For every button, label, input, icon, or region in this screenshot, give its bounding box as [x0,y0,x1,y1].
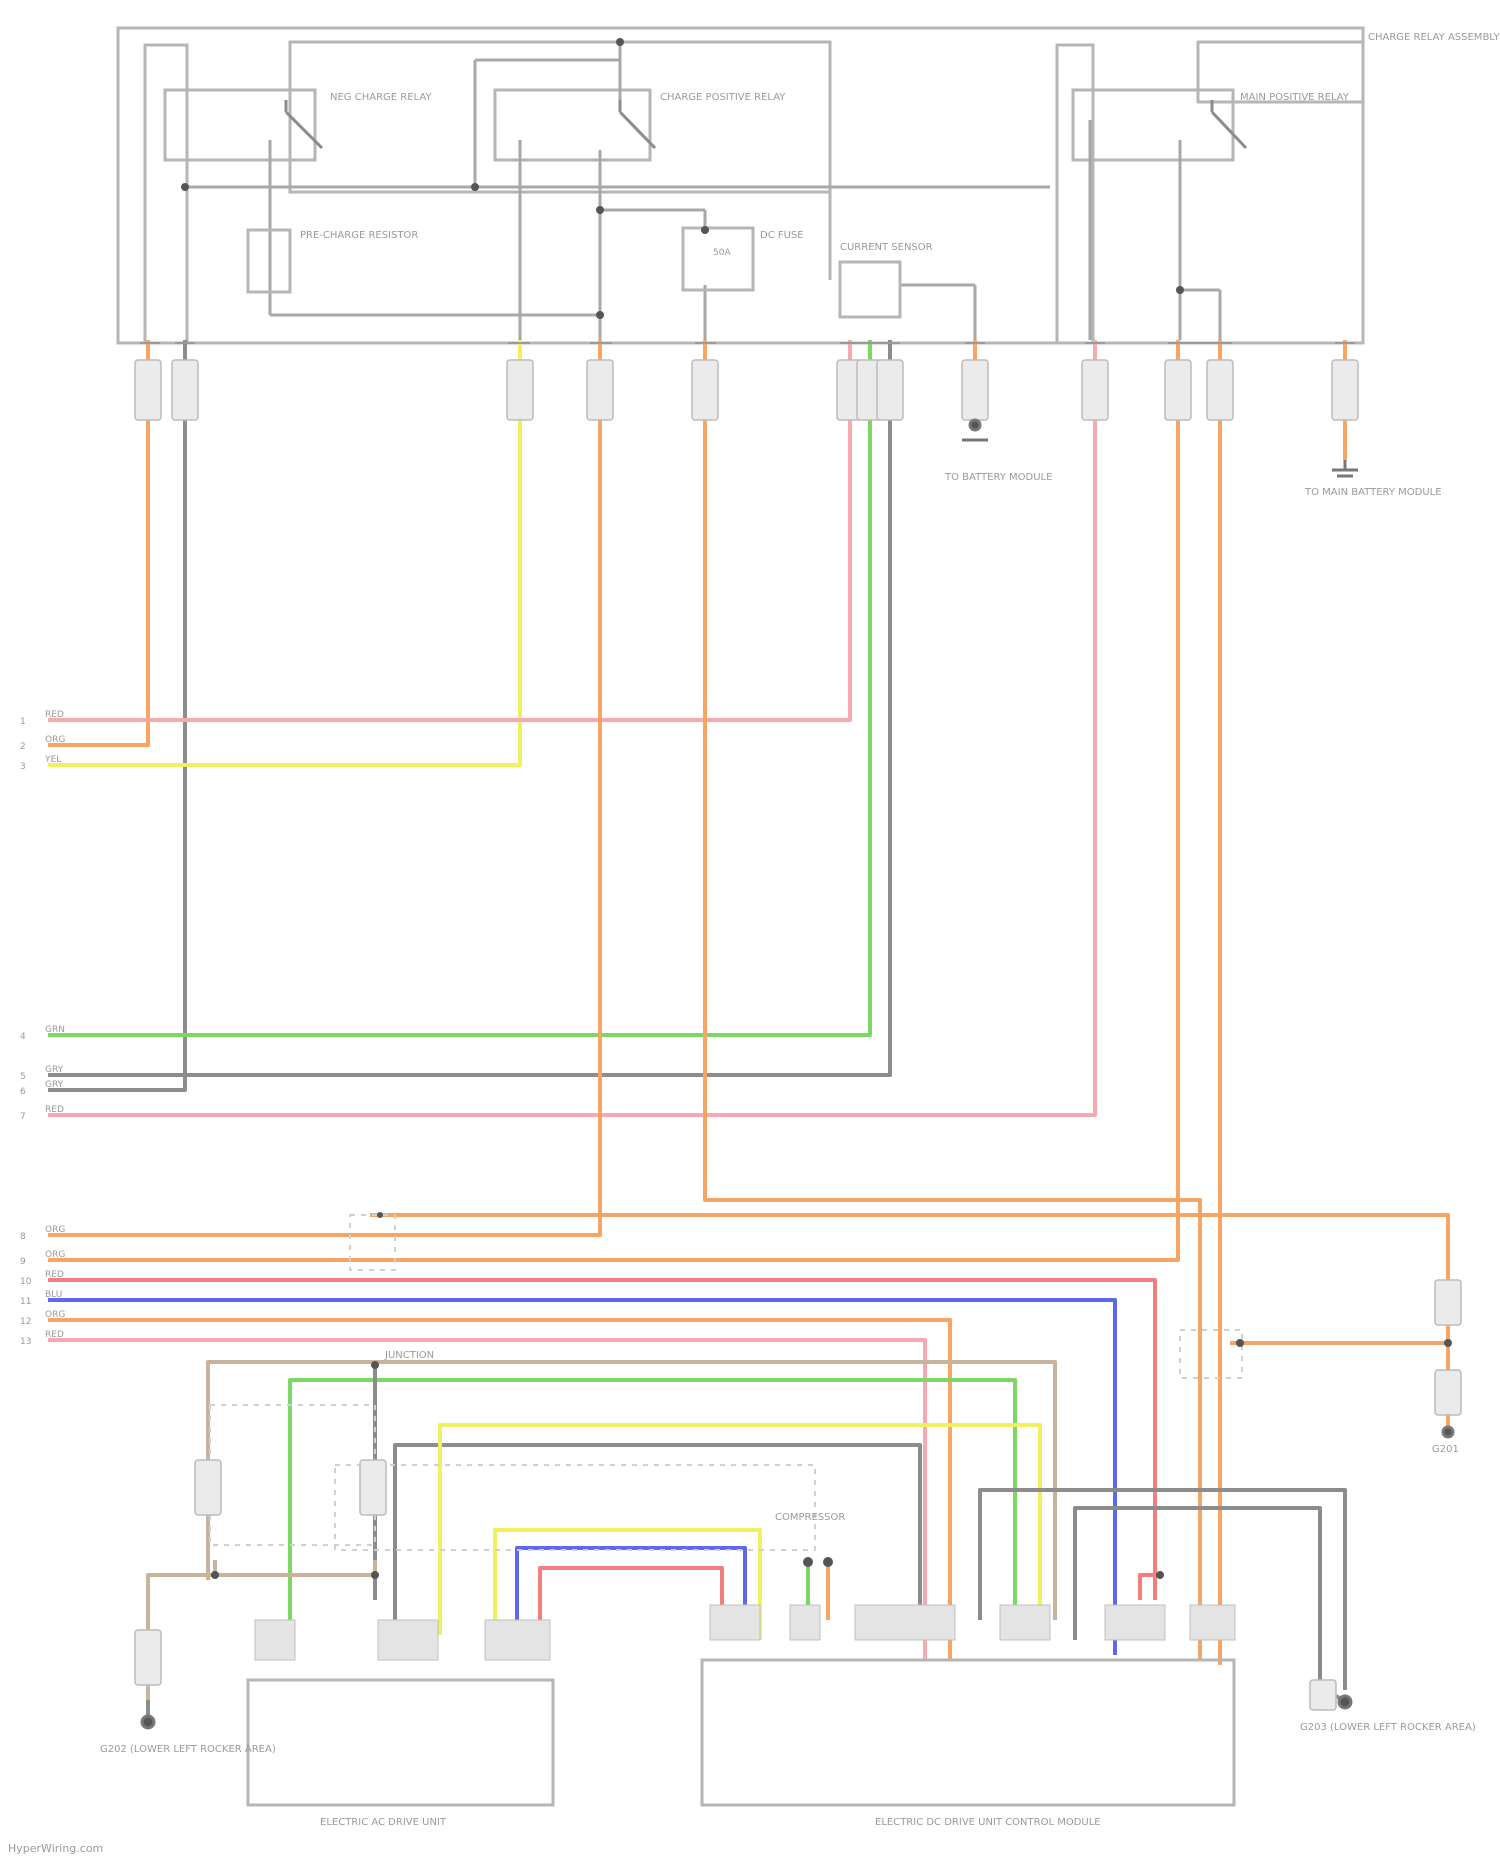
left-pin-number-6: 6 [20,1087,26,1097]
lower-wires [148,1362,1345,1720]
left-pin-color-2: ORG [45,735,65,745]
left-pin-color-6: GRY [45,1080,64,1090]
wire-gray-right-2 [1075,1508,1320,1690]
module-label: CHARGE RELAY ASSEMBLY (LOCATED IN BATTER… [1368,32,1500,43]
left-pin-number-10: 10 [20,1277,32,1287]
ground-g201-label: G201 [1432,1444,1459,1455]
left-pin-color-7: RED [45,1105,64,1115]
wire-gray-pin5 [48,340,185,1090]
left-pin-color-9: ORG [45,1250,65,1260]
wire-orange-ground [370,1215,1448,1430]
ecu-right: ELECTRIC DC DRIVE UNIT CONTROL MODULE [702,1660,1234,1828]
wire-orange-pin8 [48,340,600,1235]
left-pin-color-13: RED [45,1330,64,1340]
ecu-left: ELECTRIC AC DRIVE UNIT [248,1680,553,1828]
left-pin-number-4: 4 [20,1032,26,1042]
left-pin-color-10: RED [45,1270,64,1280]
precharge-resistor: PRE-CHARGE RESISTOR [248,230,418,292]
left-pin-number-3: 3 [20,762,26,772]
wire-orange-fuse [705,340,1200,1660]
left-pin-number-12: 12 [20,1317,31,1327]
relay-neg-charge [165,90,322,160]
wire-pink-pin7 [48,340,1095,1115]
relay-label-3: MAIN POSITIVE RELAY [1240,92,1350,103]
left-pin-number-13: 13 [20,1337,31,1347]
left-pin-number-5: 5 [20,1072,26,1082]
footer-watermark: HyperWiring.com [8,1842,103,1855]
dc-fuse: 50A DC FUSE [683,228,804,290]
left-pin-labels: 1RED2ORG3YEL4GRN5GRY6GRY7RED8ORG9ORG10RE… [20,710,65,1347]
ground-left-label: TO BATTERY MODULE [944,472,1052,483]
left-pin-color-1: RED [45,710,64,720]
wire-yellow-pin3 [48,340,520,765]
left-pin-number-1: 1 [20,717,26,727]
g203-label: G203 (LOWER LEFT ROCKER AREA) [1300,1722,1476,1733]
left-pin-number-7: 7 [20,1112,26,1122]
left-pin-number-2: 2 [20,742,26,752]
compressor-label: COMPRESSOR [775,1512,845,1523]
left-pin-number-8: 8 [20,1232,26,1242]
wire-green-pin4 [48,340,870,1035]
ecu-right-label: ELECTRIC DC DRIVE UNIT CONTROL MODULE [875,1817,1101,1828]
current-sensor-label: CURRENT SENSOR [840,242,933,253]
precharge-resistor-label: PRE-CHARGE RESISTOR [300,230,418,241]
wire-orange-pin2 [48,340,148,745]
junction-dots [181,38,1452,1579]
wire-gray-pin6 [48,340,890,1075]
ecu-pin-blocks [255,1605,1235,1660]
wire-pink-pin1 [48,340,850,720]
wire-gray-lower [395,1445,920,1635]
relay-label-1: NEG CHARGE RELAY [330,92,432,103]
relay-label-2: CHARGE POSITIVE RELAY [660,92,786,103]
ground-right-label: TO MAIN BATTERY MODULE [1304,487,1442,498]
fuse-label: DC FUSE [760,230,804,241]
left-pin-color-8: ORG [45,1225,65,1235]
left-pin-color-12: ORG [45,1310,65,1320]
left-pin-color-4: GRN [45,1025,65,1035]
left-pin-color-5: GRY [45,1065,64,1075]
wire-red-pin10 [48,1280,1155,1600]
junction-label: JUNCTION [384,1350,434,1361]
g202-label: G202 (LOWER LEFT ROCKER AREA) [100,1744,276,1755]
wire-red-inner [540,1568,722,1640]
fuse-rating-label: 50A [713,248,731,258]
left-pin-number-11: 11 [20,1297,31,1307]
wires [48,340,1448,1665]
ecu-left-label: ELECTRIC AC DRIVE UNIT [320,1817,447,1828]
left-pin-color-11: BLU [45,1290,62,1300]
current-sensor: CURRENT SENSOR [840,242,933,317]
wire-green-lower [290,1380,1015,1635]
left-pin-number-9: 9 [20,1257,26,1267]
left-pin-color-3: YEL [44,755,61,765]
